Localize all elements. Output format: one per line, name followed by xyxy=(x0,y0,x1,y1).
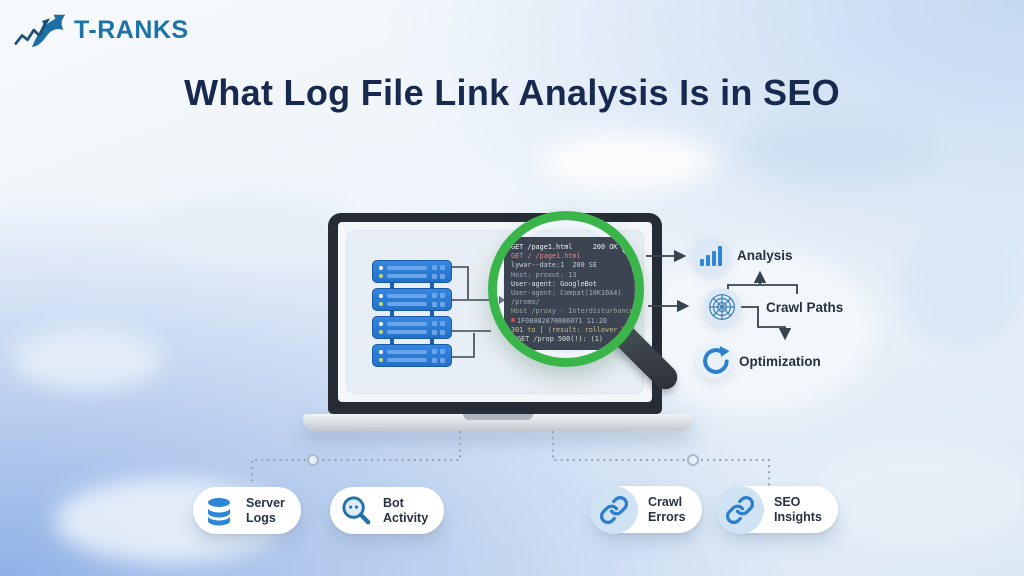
server-unit xyxy=(372,344,452,367)
server-connector-lines xyxy=(452,266,491,358)
log-line: Host /proxy - Interdisturbance xyxy=(511,307,634,316)
server-unit xyxy=(372,288,452,311)
log-line: lywar--date:1 200 SE xyxy=(511,261,597,270)
laptop-base xyxy=(303,414,693,431)
dotted-connectors xyxy=(250,430,771,487)
dotted-node xyxy=(307,454,319,466)
flow-label-crawl-paths: Crawl Paths xyxy=(766,300,844,315)
success-check-icon: ✓ xyxy=(622,241,635,255)
bot-search-icon xyxy=(338,493,374,529)
server-unit xyxy=(372,316,452,339)
server-stack-connector xyxy=(390,339,394,345)
server-rack xyxy=(372,260,452,368)
log-line: GET /page1.html 200 OK xyxy=(511,243,618,251)
server-stack-connector xyxy=(390,311,394,317)
link-icon xyxy=(716,485,764,534)
cloud xyxy=(12,328,162,390)
log-line: /promo/ xyxy=(511,298,540,307)
log-line: GET / /page1.html xyxy=(511,252,581,261)
optimization-node xyxy=(696,343,732,379)
arrow-right-icon xyxy=(499,296,509,304)
database-icon xyxy=(201,493,237,529)
server-stack-connector xyxy=(430,339,434,345)
flow-label-optimization: Optimization xyxy=(739,354,821,369)
refresh-icon xyxy=(703,345,730,374)
cloud xyxy=(540,133,715,191)
log-line: User-agent: Compat(10K10A4) xyxy=(511,289,622,298)
page-title: What Log File Link Analysis Is in SEO xyxy=(184,72,840,113)
arrow-right-icon xyxy=(499,327,509,335)
brand-logo: T-RANKS xyxy=(14,10,189,50)
log-line: 1F08082070086071 11:20 xyxy=(511,317,634,326)
flow-label-analysis: Analysis xyxy=(737,248,793,263)
cloud xyxy=(898,225,1024,350)
log-line: GET /prop 500(!): (1) xyxy=(511,335,634,344)
cloud xyxy=(815,448,1024,543)
bar-chart-icon xyxy=(700,246,722,266)
spider-web-icon xyxy=(709,294,735,320)
server-stack-connector xyxy=(390,283,394,289)
cloud xyxy=(742,108,942,188)
brand-name: T-RANKS xyxy=(74,15,189,44)
crawl-paths-node xyxy=(703,288,741,326)
server-unit xyxy=(372,260,452,283)
log-line: 301 to [ (result: rollover bot) xyxy=(511,325,635,334)
server-stack-connector xyxy=(430,283,434,289)
cloud xyxy=(345,160,510,222)
log-line: Host: proxut: 13 xyxy=(511,270,577,279)
log-line: User-agent: GoogleBot xyxy=(511,279,597,288)
cloud xyxy=(148,193,343,263)
server-stack-connector xyxy=(430,311,434,317)
link-icon xyxy=(590,485,638,534)
laptop-base-notch xyxy=(463,414,533,420)
analysis-node xyxy=(692,237,730,275)
shark-trend-icon xyxy=(14,14,66,48)
dotted-node xyxy=(687,454,699,466)
